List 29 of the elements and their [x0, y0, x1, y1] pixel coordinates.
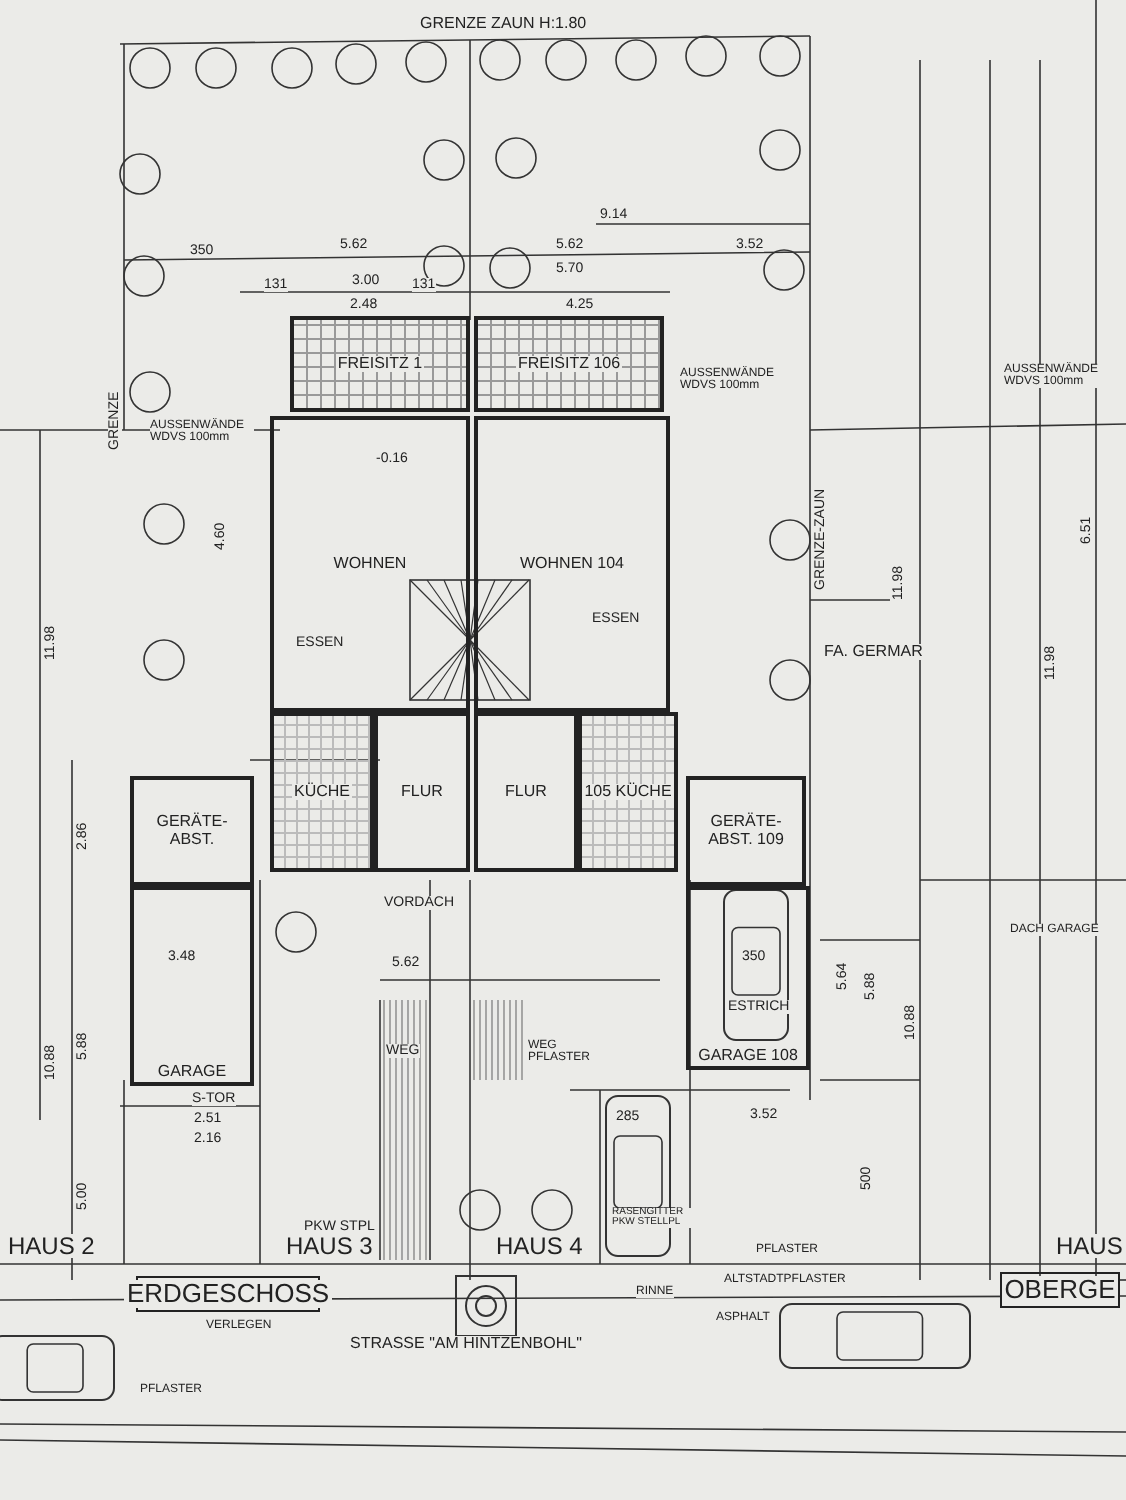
room-outline	[474, 416, 670, 712]
room-label: WOHNEN 104	[517, 555, 626, 573]
room-label: FLUR	[503, 783, 549, 801]
room-label: FREISITZ 106	[515, 355, 623, 373]
plan-annotation: FA. GERMAR	[824, 644, 923, 660]
room-label: GARAGE	[155, 1064, 229, 1082]
room-label: WOHNEN	[331, 555, 409, 573]
room-outline	[578, 712, 678, 872]
plan-annotation: STRASSE "AM HINTZENBOHL"	[350, 1336, 582, 1352]
plan-title: OBERGE	[1002, 1275, 1118, 1305]
room-outline	[130, 886, 254, 1086]
room-outline	[290, 316, 470, 412]
room-outline	[474, 316, 664, 412]
plan-annotation: HAUS 4	[496, 1234, 583, 1258]
room-label: 105 KÜCHE	[582, 783, 674, 801]
room-label: GARAGE 108	[696, 1048, 800, 1066]
plan-annotation: HAUS	[1056, 1234, 1123, 1258]
room-outline	[374, 712, 470, 872]
room-outline	[130, 776, 254, 886]
room-label: KÜCHE	[291, 783, 352, 801]
plan-annotation: HAUS 2	[8, 1234, 95, 1258]
room-outline	[686, 776, 806, 886]
plan-title: ERDGESCHOSS	[124, 1279, 332, 1309]
plan-annotation: GRENZE ZAUN H:1.80	[420, 16, 587, 32]
room-label: FLUR	[399, 783, 445, 801]
plan-annotation: HAUS 3	[286, 1234, 373, 1258]
room-outline	[270, 712, 374, 872]
room-outline	[474, 712, 578, 872]
room-label: FREISITZ 1	[335, 355, 425, 373]
